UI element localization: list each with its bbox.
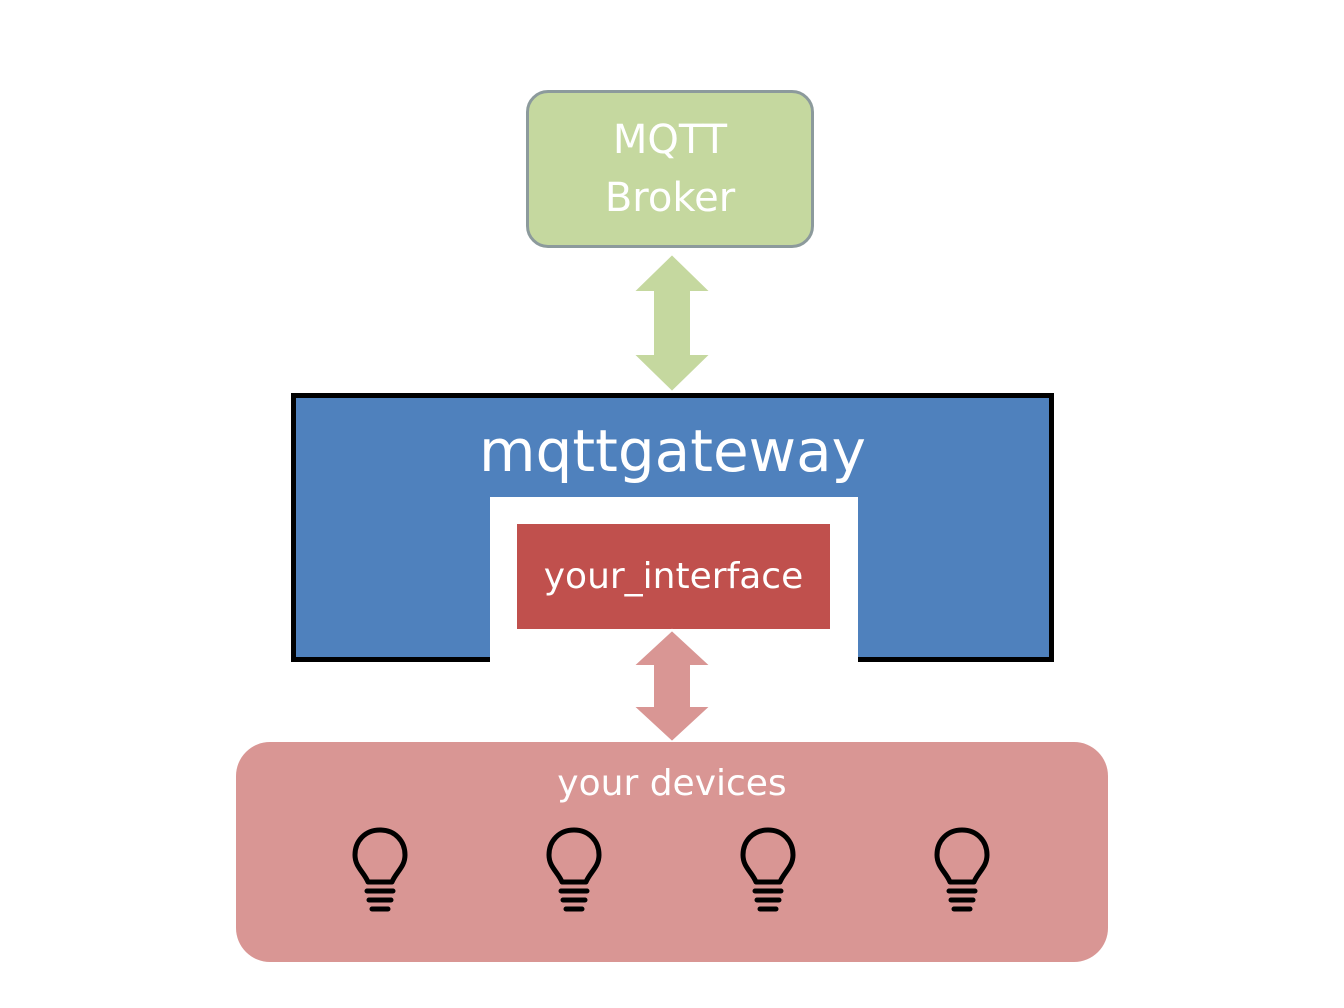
your-devices-box: your devices xyxy=(236,742,1108,962)
your-interface-box: your_interface xyxy=(517,524,830,629)
lightbulb-icon xyxy=(740,827,796,912)
broker-label-line2: Broker xyxy=(604,175,736,221)
interface-slot: your_interface xyxy=(490,497,858,662)
mqtt-broker-box: MQTT Broker xyxy=(526,90,814,248)
broker-label-line1: MQTT xyxy=(612,117,728,163)
lightbulb-icon xyxy=(934,827,990,912)
broker-gateway-arrow xyxy=(630,252,714,394)
interface-label: your_interface xyxy=(543,556,804,597)
lightbulb-icon xyxy=(546,827,602,912)
mqttgateway-box: mqttgateway your_interface xyxy=(291,393,1054,662)
lightbulb-icon xyxy=(352,827,408,912)
interface-devices-arrow xyxy=(630,628,714,744)
gateway-title: mqttgateway xyxy=(479,417,866,485)
devices-label: your devices xyxy=(557,763,787,804)
